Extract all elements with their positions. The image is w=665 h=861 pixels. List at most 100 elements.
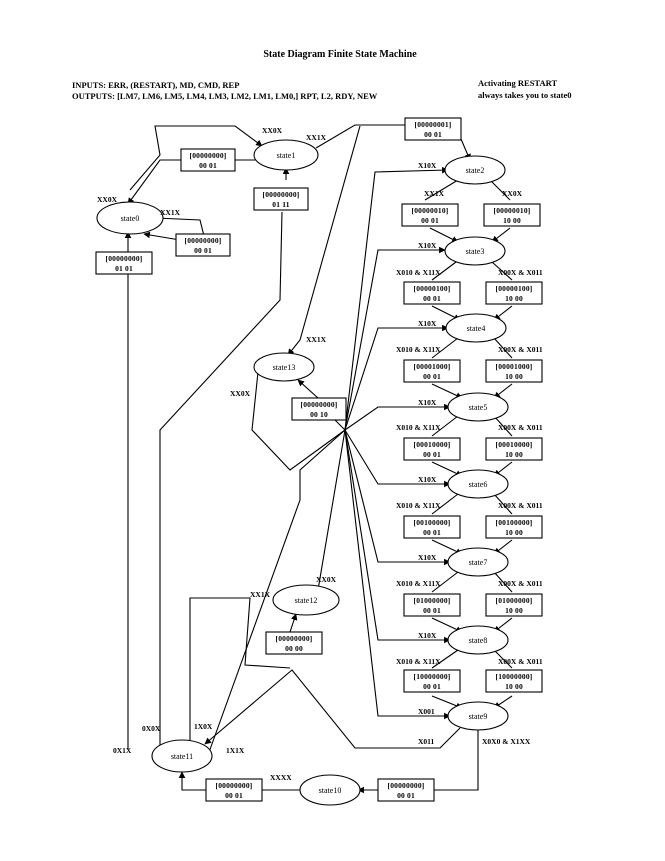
box-bottom: 00 01 [225, 791, 243, 800]
state-state4[interactable]: state4 [445, 313, 507, 343]
output-box: [00001000]10 00 [485, 359, 543, 383]
box-top: [10000000] [496, 672, 533, 681]
output-box: [00000010]10 00 [483, 203, 541, 227]
state-label: state11 [171, 752, 193, 761]
transition-label: X10X [418, 161, 437, 170]
transition-label: XX1X [250, 590, 271, 599]
box-bottom: 00 01 [423, 606, 441, 615]
box-top: [00000000] [301, 400, 338, 409]
box-bottom: 10 00 [505, 372, 523, 381]
state-state10[interactable]: state10 [299, 774, 361, 806]
box-bottom: 00 01 [423, 528, 441, 537]
state-state13[interactable]: state13 [253, 352, 315, 382]
edge-s4-s5b [493, 337, 513, 359]
output-box: [00000010]00 01 [401, 203, 459, 227]
box-bottom: 00 01 [424, 130, 442, 139]
edge-s4-s5a [431, 337, 459, 359]
box-bottom: 00 01 [397, 791, 415, 800]
edge-fan-s9 [344, 429, 451, 720]
output-box: [00100000]10 00 [485, 515, 543, 539]
output-box: [00001000]00 01 [403, 359, 461, 383]
box-bottom: 00 01 [194, 246, 212, 255]
state-label: state10 [319, 786, 342, 795]
transition-label: XX1X [306, 133, 327, 142]
state-state1[interactable]: state1 [253, 139, 319, 171]
state-state6[interactable]: state6 [447, 469, 509, 499]
box-top: [00001000] [414, 362, 451, 371]
state-state2[interactable]: state2 [444, 155, 506, 185]
transition-label: X00X & X011 [498, 423, 543, 432]
output-box: [00000100]00 01 [403, 281, 461, 305]
output-box: [00000000]00 10 [291, 397, 347, 421]
state-state5[interactable]: state5 [447, 392, 509, 422]
state-label: state8 [469, 636, 488, 645]
output-box: [00010000]00 01 [403, 437, 461, 461]
output-box: [00000000]00 01 [180, 148, 236, 172]
edge-s11-s13 [207, 429, 346, 756]
output-box: [00000001]00 01 [404, 117, 462, 141]
box-bottom: 01 11 [272, 200, 290, 209]
edge-fan-s5 [344, 403, 451, 431]
restart-note-line2: always takes you to state0 [478, 90, 572, 100]
edge-s8-s9b [493, 649, 513, 669]
box-bottom: 10 00 [505, 606, 523, 615]
states: state0 state1 state2 state3 state4 state… [96, 139, 509, 806]
edge-s11-enter [178, 771, 206, 791]
output-boxes: [00000000]00 01 [00000000]01 01 [0000000… [95, 117, 543, 802]
box-top: [00010000] [414, 440, 451, 449]
state-state8[interactable]: state8 [447, 625, 509, 655]
state-state9[interactable]: state9 [447, 701, 509, 731]
box-top: [00000000] [263, 190, 300, 199]
edge-s6-s7a [431, 493, 459, 515]
transition-label: X10X [418, 398, 437, 407]
edge-s5-s6b [493, 415, 513, 437]
transition-label: X010 & X11X [396, 657, 441, 666]
edge-s0-s1-loop [129, 125, 263, 191]
box-top: [00100000] [414, 518, 451, 527]
box-bottom: 10 00 [505, 450, 523, 459]
state-state11[interactable]: state11 [151, 739, 213, 773]
edge-s7-s8b [493, 571, 513, 593]
transition-label: X010 & X11X [396, 501, 441, 510]
edge-fan-s4 [344, 324, 449, 431]
output-box: [00000000]00 01 [377, 778, 435, 802]
edge-fan-s3 [344, 246, 446, 431]
state-state0[interactable]: state0 [96, 201, 164, 235]
edge-fan-s7 [344, 429, 451, 566]
box-bottom: 00 01 [199, 161, 217, 170]
transition-label: X011 [418, 737, 435, 746]
state-state7[interactable]: state7 [447, 547, 509, 577]
edge-s8-s9a [431, 649, 459, 669]
edge-s9-s10 [418, 730, 479, 791]
edge-s9-s11 [204, 669, 461, 749]
edge-s4-s5c [431, 383, 463, 399]
box-top: [00000010] [412, 206, 449, 215]
box-top: [00000010] [494, 206, 531, 215]
edge-fan-s6 [344, 429, 451, 488]
box-bottom: 01 01 [115, 264, 133, 273]
output-box: [10000000]00 01 [403, 669, 461, 693]
box-bottom: 10 00 [505, 294, 523, 303]
transition-label: X00X & X011 [498, 268, 543, 277]
transition-label: XX0X [502, 189, 523, 198]
edge-s3-s4a [431, 261, 457, 281]
state-label: state2 [466, 166, 485, 175]
state-label: state9 [469, 712, 488, 721]
transition-label: X010 & X11X [396, 345, 441, 354]
box-top: [00000000] [216, 781, 253, 790]
transition-label: X00X & X011 [498, 579, 543, 588]
edges [124, 124, 513, 794]
box-bottom: 00 01 [423, 294, 441, 303]
box-bottom: 00 01 [423, 682, 441, 691]
output-box: [00000000]00 01 [205, 778, 263, 802]
state-state3[interactable]: state3 [444, 236, 506, 266]
state-state12[interactable]: state12 [272, 584, 340, 616]
output-box: [01000000]10 00 [485, 593, 543, 617]
transition-label: XX1X [424, 189, 445, 198]
state-label: state6 [469, 480, 488, 489]
transition-label: XX0X [316, 575, 337, 584]
outputs-line: OUTPUTS: [LM7, LM6, LM5, LM4, LM3, LM2, … [72, 91, 378, 101]
transition-label: XX0X [262, 126, 283, 135]
box-top: [00000001] [415, 120, 452, 129]
